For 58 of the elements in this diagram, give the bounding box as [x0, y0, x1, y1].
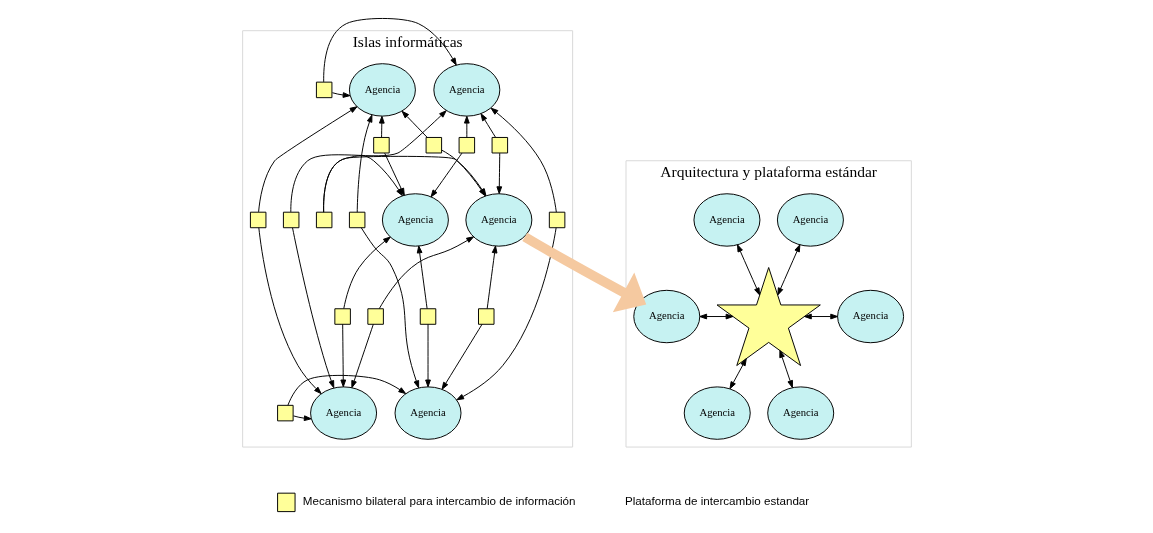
arrow	[291, 227, 334, 389]
arrow	[736, 244, 760, 296]
node-box	[548, 211, 565, 229]
arrow	[441, 323, 483, 390]
arrow	[360, 227, 419, 389]
arrow	[378, 236, 474, 309]
arrow	[778, 350, 793, 389]
node-ellipse: Agencia	[836, 289, 904, 344]
arrow	[495, 152, 502, 195]
arrow	[729, 358, 747, 390]
arrow	[331, 92, 350, 98]
arrow	[486, 245, 497, 310]
node-box	[458, 136, 475, 154]
node-box	[282, 211, 299, 229]
node-box	[425, 136, 442, 154]
node-box	[276, 404, 294, 422]
node-box	[372, 136, 390, 154]
arrow	[480, 113, 496, 138]
node-ellipse: Agencia	[683, 386, 751, 440]
node-box	[477, 308, 494, 325]
node-box	[366, 308, 384, 325]
arrow	[776, 244, 800, 296]
arrow	[463, 115, 470, 138]
arrow	[342, 236, 391, 309]
node-box	[249, 211, 266, 229]
node-ellipse: Agencia	[776, 193, 844, 247]
node-ellipse: Agencia	[692, 193, 760, 247]
arrow	[339, 323, 346, 388]
legend-label: Plataforma de intercambio estandar	[624, 494, 809, 508]
node-box	[333, 308, 351, 325]
node-box	[348, 211, 365, 229]
node-box	[491, 136, 508, 154]
arrow	[350, 323, 374, 389]
arrow	[257, 106, 357, 213]
node-box	[315, 81, 332, 99]
arrow	[430, 152, 462, 198]
arrow	[292, 415, 312, 422]
node-ellipse: Agencia	[632, 289, 700, 344]
arrow	[322, 17, 457, 83]
arrow	[440, 149, 486, 197]
arrow	[521, 232, 646, 313]
node-box	[419, 308, 436, 325]
node-ellipse: Agencia	[766, 386, 834, 440]
node-box	[315, 211, 332, 229]
arrow	[378, 115, 385, 138]
arrow	[289, 110, 447, 213]
arrow	[322, 155, 486, 213]
arrow	[803, 313, 838, 320]
arrow	[401, 110, 428, 138]
arrow	[286, 374, 406, 406]
arrow	[416, 245, 428, 310]
arrow	[455, 227, 557, 401]
arrow	[424, 323, 431, 388]
legend-label: Mecanismo bilateral para intercambio de información	[302, 494, 575, 508]
arrow	[257, 227, 322, 395]
arrow	[356, 114, 372, 213]
arrow	[490, 107, 557, 213]
arrow	[698, 313, 733, 320]
